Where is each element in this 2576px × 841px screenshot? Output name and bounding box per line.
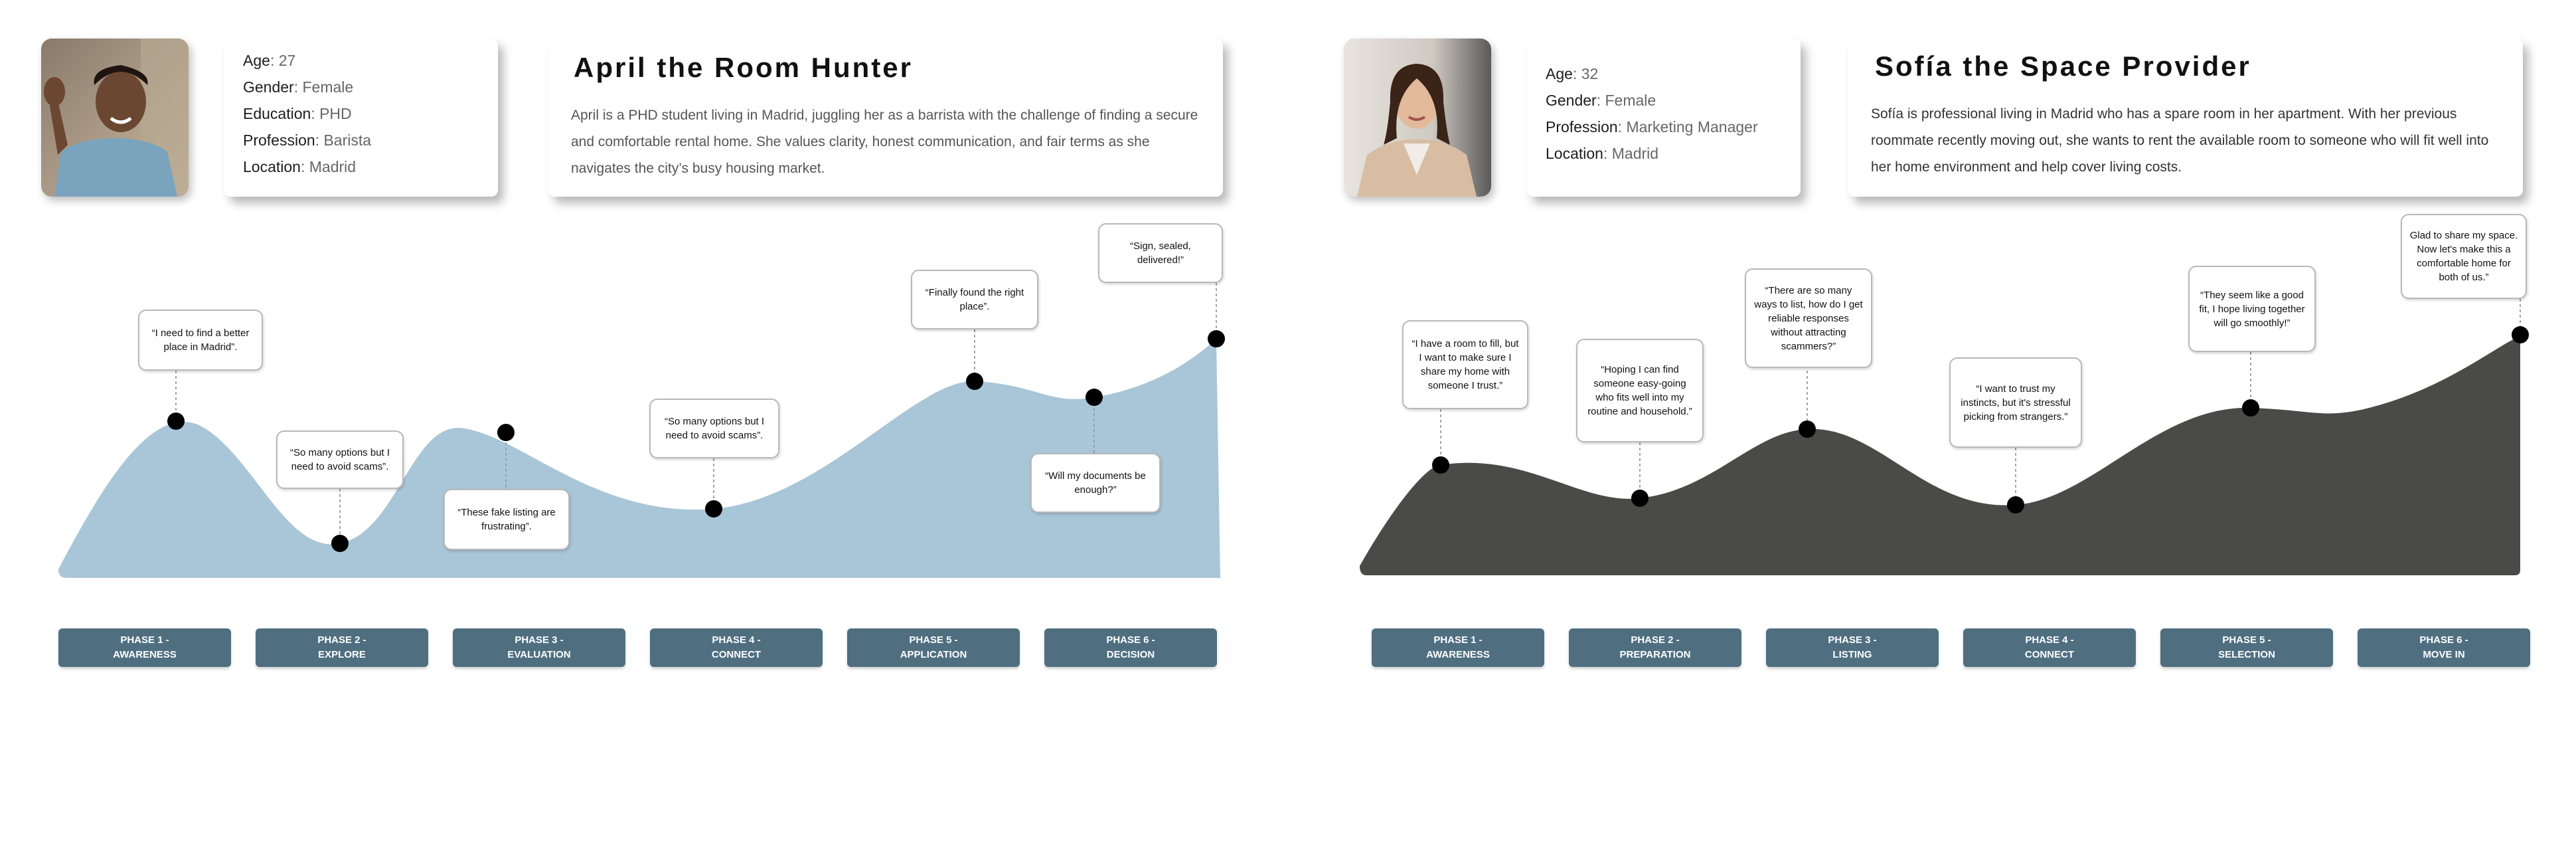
quote-bubble: “I want to trust my instincts, but it's … [1949,357,2082,448]
april-photo [41,39,189,197]
info-education: Education: PHD [243,105,352,122]
point-phase4 [705,500,722,517]
quote-bubble: Glad to share my space. Now let's make t… [2401,214,2527,299]
quote-bubble: “Hoping I can find someone easy-going wh… [1576,339,1704,442]
phase-button-2[interactable]: PHASE 2 -PREPARATION [1569,628,1741,667]
april-info-card: Age: 27 Gender: Female Education: PHD Pr… [224,39,498,197]
quote-bubble: “Finally found the right place”. [911,270,1038,329]
phase-button-5[interactable]: PHASE 5 -APPLICATION [847,628,1020,667]
info-location: Location: Madrid [1546,145,1659,162]
phase-button-4[interactable]: PHASE 4 -CONNECT [650,628,823,667]
info-location: Location: Madrid [243,158,357,175]
point-phase3 [1799,420,1816,438]
quote-bubble: “I have a room to fill, but I want to ma… [1402,320,1528,409]
april-curve-area [58,339,1220,578]
phase-button-4[interactable]: PHASE 4 -CONNECT [1963,628,2136,667]
point-phase2 [331,535,349,552]
phase-button-2[interactable]: PHASE 2 -EXPLORE [256,628,428,667]
info-gender: Gender: Female [243,78,354,96]
persona-title: April the Room Hunter [574,52,913,83]
info-profession: Profession: Barista [243,132,372,149]
point-phase2 [1631,490,1649,507]
phase-button-3[interactable]: PHASE 3 -EVALUATION [453,628,625,667]
point-phase5a [966,373,983,390]
sofia-photo [1344,39,1491,197]
april-emotion-curve [58,283,1225,578]
point-phase6 [2512,326,2529,343]
persona-title: Sofía the Space Provider [1875,50,2251,82]
point-phase4 [2007,496,2024,514]
info-gender: Gender: Female [1546,92,1656,109]
sofia-curve-area [1360,336,2520,575]
quote-bubble: “These fake listing are frustrating”. [443,489,570,550]
point-phase1 [167,413,185,430]
quote-bubble: “So many options but I need to avoid sca… [276,430,404,489]
quote-bubble: “So many options but I need to avoid sca… [649,399,779,458]
point-phase5 [2242,399,2259,417]
phase-button-6[interactable]: PHASE 6 -DECISION [1044,628,1217,667]
april-avatar-illustration [41,39,189,197]
persona-description: April is a PHD student living in Madrid,… [571,108,1198,176]
point-phase3 [497,424,515,441]
quote-bubble: “Sign, sealed, delivered!” [1098,223,1223,283]
april-description-card: April the Room Hunter April is a PHD stu… [548,39,1223,197]
point-phase1 [1432,456,1449,474]
sofia-description-card: Sofía the Space Provider Sofía is profes… [1848,39,2523,197]
info-profession: Profession: Marketing Manager [1546,118,1758,136]
sofia-avatar-illustration [1344,39,1491,197]
quote-bubble: “There are so many ways to list, how do … [1745,268,1872,368]
point-phase6 [1208,330,1225,347]
info-age: Age: 27 [243,52,296,69]
info-age: Age: 32 [1546,65,1599,82]
quote-bubble: “I need to find a better place in Madrid… [138,310,263,371]
persona-description: Sofía is professional living in Madrid w… [1871,106,2489,175]
phase-button-3[interactable]: PHASE 3 -LISTING [1766,628,1939,667]
phase-button-6[interactable]: PHASE 6 -MOVE IN [2358,628,2530,667]
quote-bubble: “They seem like a good fit, I hope livin… [2188,266,2316,352]
quote-bubble: “Will my documents be enough?” [1030,453,1161,513]
phase-button-5[interactable]: PHASE 5 -SELECTION [2160,628,2333,667]
phase-button-1[interactable]: PHASE 1 -AWARENESS [58,628,231,667]
sofia-info-card: Age: 32 Gender: Female Profession: Marke… [1527,39,1801,197]
phase-button-1[interactable]: PHASE 1 -AWARENESS [1372,628,1544,667]
point-phase5b [1086,389,1103,406]
